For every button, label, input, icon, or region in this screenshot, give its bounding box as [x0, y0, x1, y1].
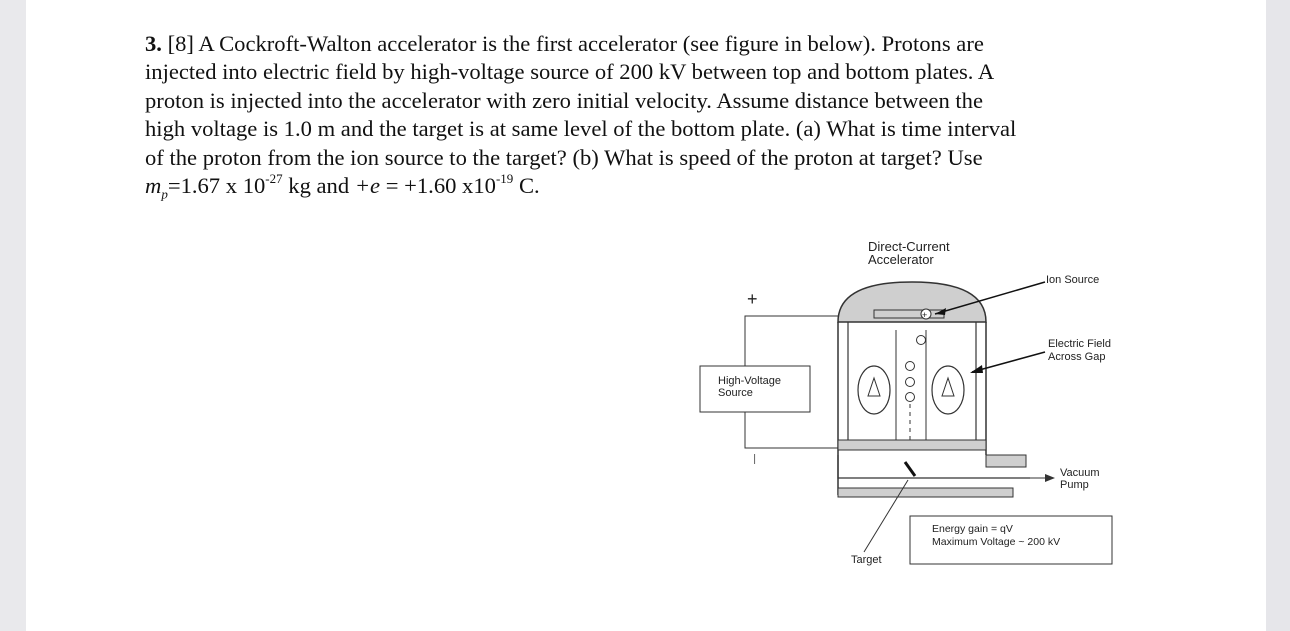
problem-line-1-text: A Cockroft-Walton accelerator is the fir…	[198, 31, 984, 56]
pump-duct	[837, 455, 1030, 479]
proton-2	[905, 361, 915, 371]
problem-number: 3.	[145, 31, 162, 56]
figure-title-line-2: Accelerator	[868, 252, 934, 267]
energy-label-1: Energy gain = qV	[932, 523, 1013, 535]
electric-field-label-1: Electric Field	[1048, 338, 1111, 350]
charge-exponent: -19	[495, 170, 514, 186]
mass-exponent: -27	[265, 170, 283, 186]
target-marker	[903, 461, 917, 477]
electric-field-pointer	[971, 351, 1046, 373]
ion-source-pointer	[934, 281, 1046, 315]
problem-line-1: 3. [8] A Cockroft-Walton accelerator is …	[145, 30, 1105, 58]
ion-source-label: Ion Source	[1046, 274, 1099, 286]
hv-wire-bottom	[744, 412, 838, 449]
plus-sign: +	[747, 289, 758, 309]
hv-wire-top	[744, 315, 838, 372]
mass-symbol: m	[145, 173, 162, 199]
high-voltage-label-1: High-Voltage	[718, 375, 781, 387]
ion-source-proton	[920, 308, 932, 320]
problem-line-5: of the proton from the ion source to the…	[145, 144, 983, 170]
problem-line-2: injected into electric field by high-vol…	[145, 59, 995, 85]
problem-line-3: proton is injected into the accelerator …	[145, 87, 983, 113]
charge-symbol: +e	[354, 173, 381, 199]
mass-value: =1.67 x 10	[167, 173, 266, 199]
mass-subscript: p	[161, 186, 168, 202]
ion-source-plate	[873, 309, 945, 319]
energy-box	[909, 515, 1113, 565]
minus-sign: —	[749, 454, 760, 464]
vacuum-arrow	[1045, 474, 1055, 482]
problem-points: [8]	[167, 31, 194, 56]
charge-value: = +1.60 x10	[380, 173, 496, 199]
charge-unit: C.	[513, 173, 540, 199]
electrode-right	[931, 365, 965, 415]
proton-4	[905, 392, 915, 402]
electrode-left	[857, 365, 891, 415]
proton-3	[905, 377, 915, 387]
base-plate	[837, 487, 1014, 498]
electric-field-label-2: Across Gap	[1048, 351, 1105, 363]
svg-text:+: +	[922, 310, 927, 320]
problem-line-4: high voltage is 1.0 m and the target is …	[145, 116, 1017, 142]
problem-line-6: mp=1.67 x 10-27 kg and +e = +1.60 x10-19…	[145, 170, 1105, 202]
high-voltage-source-box	[699, 365, 811, 413]
viewer-background	[1266, 0, 1290, 631]
problem-text: 3. [8] A Cockroft-Walton accelerator is …	[145, 30, 1105, 202]
vacuum-label-1: Vacuum	[1060, 467, 1100, 479]
bottom-plate	[837, 439, 987, 451]
vacuum-label-2: Pump	[1060, 479, 1089, 491]
proton-1	[916, 335, 926, 345]
mass-unit: kg and	[282, 173, 355, 199]
target-label: Target	[851, 554, 882, 566]
figure-title-line-1: Direct-Current	[868, 239, 950, 254]
target-pointer	[863, 479, 909, 553]
energy-label-2: Maximum Voltage ~ 200 kV	[932, 536, 1060, 548]
high-voltage-label-2: Source	[718, 387, 753, 399]
pump-pipe	[985, 454, 1027, 468]
